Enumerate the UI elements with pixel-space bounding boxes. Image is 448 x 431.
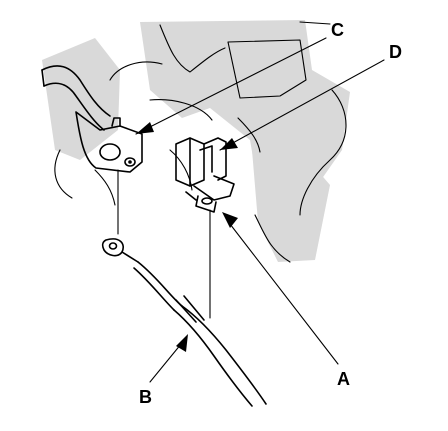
connector-bracket bbox=[175, 137, 235, 213]
arrowheads bbox=[136, 122, 238, 352]
callout-label-b: B bbox=[139, 387, 152, 407]
leader-lines bbox=[117, 37, 385, 383]
callout-label-d: D bbox=[389, 42, 402, 62]
callout-label-c: C bbox=[331, 20, 344, 40]
ground-cable bbox=[101, 238, 267, 407]
callout-label-a: A bbox=[337, 369, 350, 389]
left-bracket-assembly bbox=[41, 65, 143, 173]
